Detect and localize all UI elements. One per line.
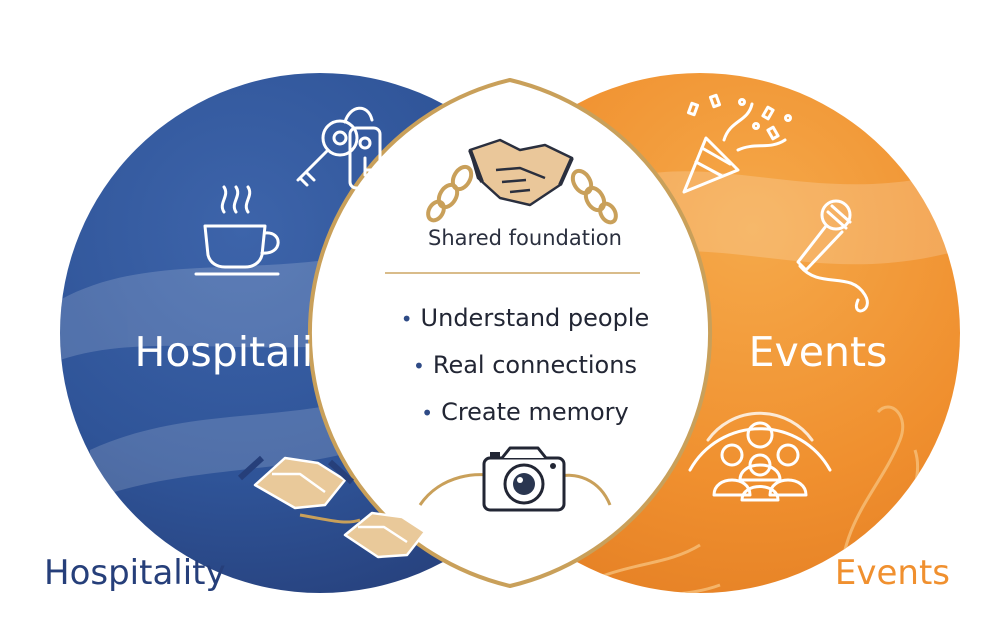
center-heading: Shared foundation: [428, 226, 622, 250]
list-item: • Understand people: [380, 298, 670, 345]
handshake-icon: [237, 455, 355, 510]
microphone-icon: [796, 199, 869, 313]
bullet-icon: •: [413, 354, 425, 378]
bullet-icon: •: [400, 307, 413, 331]
key-with-tag-icon: [296, 106, 382, 190]
party-popper-icon: [682, 93, 792, 194]
handshake-icon-secondary: [299, 511, 427, 559]
list-item-text: Create memory: [441, 398, 629, 426]
events-title: Events: [749, 328, 888, 376]
bullet-icon: •: [421, 401, 434, 425]
hospitality-outer-label: Hospitality: [44, 553, 226, 593]
shared-items-list: • Understand people • Real connections • Cr…: [380, 298, 670, 439]
list-item-text: Real connections: [432, 351, 637, 379]
list-item: • Create memory: [380, 392, 670, 439]
chained-handshake-icon: [426, 138, 618, 225]
list-item-text: Understand people: [420, 304, 650, 332]
events-outer-label: Events: [834, 553, 950, 593]
audience-group-icon: [688, 411, 832, 502]
list-item: • Real connections: [380, 345, 670, 392]
camera-icon: [418, 446, 612, 512]
coffee-cup-icon: [194, 185, 280, 276]
hospitality-title: Hospitality: [134, 328, 353, 376]
